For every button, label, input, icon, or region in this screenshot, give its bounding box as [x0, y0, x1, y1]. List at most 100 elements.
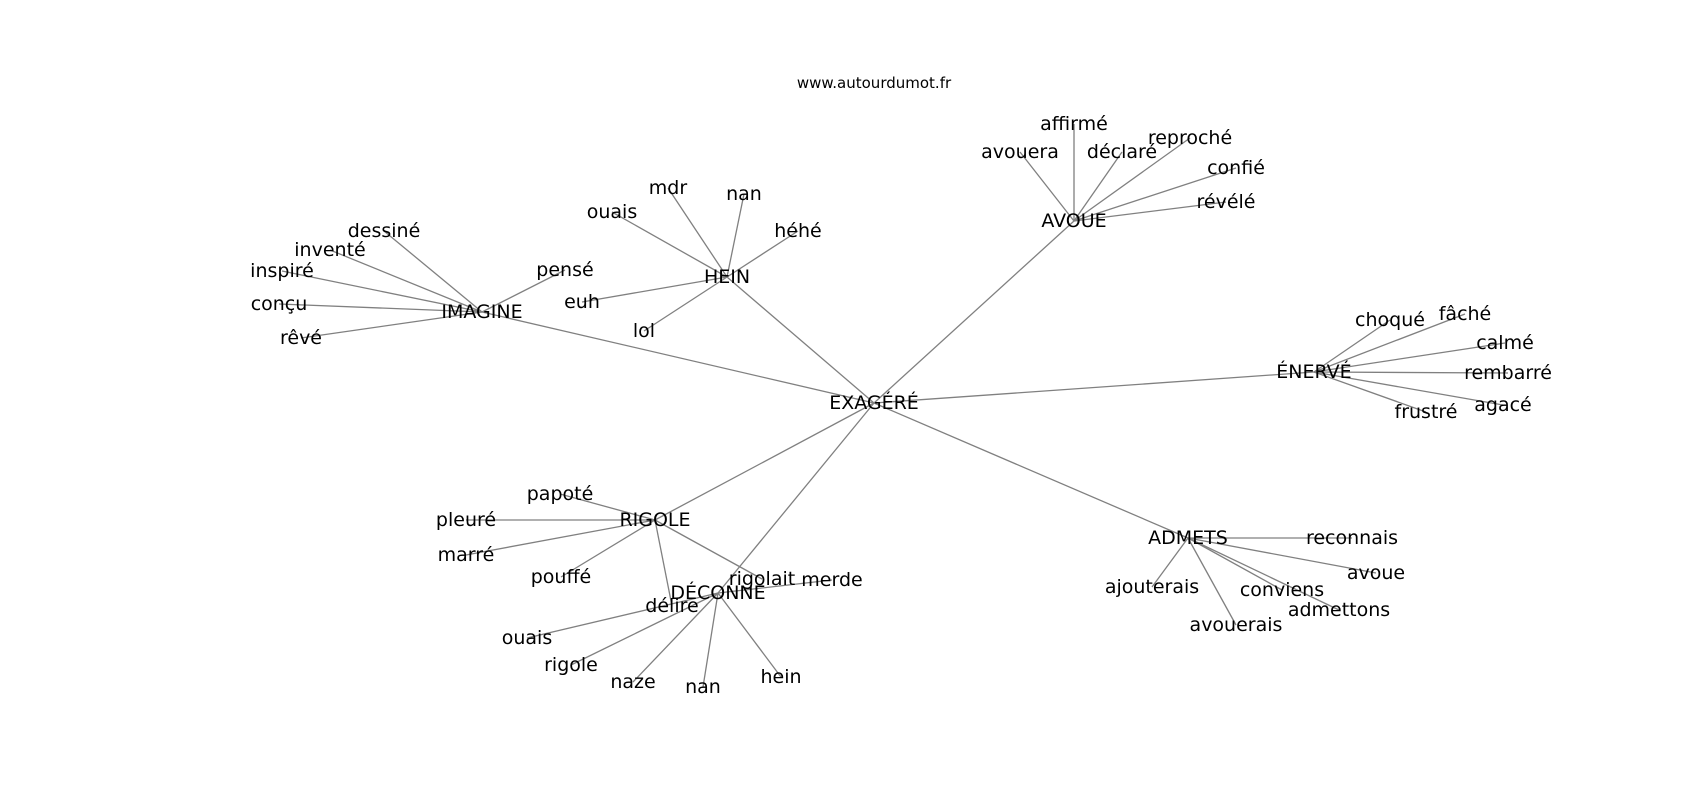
leaf-word: confié: [1207, 157, 1265, 179]
edge-admets-leaf: [1187, 537, 1340, 611]
edge-hein-leaf: [643, 276, 728, 332]
edge-center-deconne: [717, 402, 875, 594]
leaf-word: frustré: [1395, 401, 1458, 423]
leaf-word: affirmé: [1040, 113, 1108, 135]
edge-hein-leaf: [726, 193, 745, 278]
leaf-word: lol: [633, 320, 655, 342]
leaf-word: nan: [685, 676, 721, 698]
edge-avoue-leaf: [1073, 137, 1191, 222]
edge-hein-leaf: [581, 276, 728, 303]
leaf-word: ouais: [502, 627, 553, 649]
leaf-word: marré: [438, 544, 495, 566]
edge-admets-leaf: [1187, 537, 1283, 591]
leaf-word: révélé: [1197, 191, 1256, 213]
site-url-label: www.autourdumot.fr: [797, 74, 952, 92]
edge-deconne-leaf: [570, 592, 719, 666]
edge-center-imagine: [481, 311, 875, 404]
hub-word-deconne: DÉCONNE: [670, 581, 765, 604]
edge-center-admets: [873, 402, 1189, 539]
leaf-word: pleuré: [436, 509, 496, 531]
leaf-word: ajouterais: [1105, 576, 1199, 598]
edge-center-avoue: [873, 220, 1075, 404]
edge-imagine-leaf: [300, 311, 483, 339]
leaf-word: avouerais: [1190, 614, 1283, 636]
edge-enerve-leaf: [1313, 371, 1509, 374]
edge-center-hein: [726, 276, 875, 404]
leaf-word: calmé: [1476, 332, 1534, 354]
leaf-word: déclaré: [1087, 141, 1157, 163]
leaf-word: rêvé: [280, 327, 322, 349]
edges-layer: [278, 124, 1509, 688]
leaf-word: euh: [564, 291, 600, 313]
edge-imagine-leaf: [281, 270, 483, 313]
hub-word-enerve: ÉNERVÉ: [1276, 360, 1351, 383]
edge-avoue-leaf: [1073, 201, 1227, 222]
edge-rigole-leaf: [654, 519, 673, 607]
leaf-word: délire: [645, 595, 698, 617]
leaf-word: nan: [726, 183, 762, 205]
leaf-word: naze: [610, 671, 655, 693]
hub-word-imagine: IMAGINE: [441, 301, 522, 323]
leaf-word: reproché: [1148, 127, 1232, 149]
leaf-word: admettons: [1288, 599, 1390, 621]
leaf-word: rigole: [544, 654, 598, 676]
leaf-word: rigolait: [729, 568, 795, 590]
leaf-word: hein: [760, 666, 801, 688]
leaf-word: conviens: [1240, 579, 1324, 601]
leaf-word: inspiré: [250, 260, 314, 282]
edge-deconne-leaf: [632, 592, 719, 683]
leaf-word: dessiné: [348, 220, 421, 242]
leaf-word: pouffé: [531, 566, 592, 588]
edge-enerve-leaf: [1313, 371, 1504, 406]
edge-avoue-leaf: [1073, 167, 1237, 222]
edge-enerve-leaf: [1313, 371, 1427, 413]
leaf-word: fâché: [1439, 303, 1492, 325]
center-word: EXAGÉRÉ: [829, 391, 919, 414]
edge-deconne-leaf: [717, 579, 833, 594]
edge-hein-leaf: [726, 230, 799, 278]
leaf-word: conçu: [251, 293, 308, 315]
edge-avoue-leaf: [1019, 151, 1075, 222]
leaf-word: avouera: [981, 141, 1059, 163]
hub-word-avoue: AVOUE: [1041, 210, 1106, 232]
edge-enerve-leaf: [1313, 319, 1391, 373]
leaf-word: mdr: [649, 177, 688, 199]
leaf-word: inventé: [294, 239, 365, 261]
edge-admets-leaf: [1187, 537, 1237, 626]
edge-deconne-leaf: [702, 592, 719, 688]
leaf-word: merde: [801, 569, 862, 591]
leaf-word: reconnais: [1306, 527, 1398, 549]
edge-center-rigole: [654, 402, 875, 521]
edge-rigole-leaf: [465, 519, 656, 556]
leaf-word: agacé: [1474, 394, 1531, 416]
edge-admets-leaf: [1151, 537, 1189, 588]
hub-word-hein: HEIN: [704, 266, 750, 288]
edge-hein-leaf: [667, 187, 728, 278]
leaf-word: avoue: [1347, 562, 1405, 584]
edge-imagine-leaf: [383, 230, 483, 313]
edge-enerve-leaf: [1313, 342, 1506, 373]
edge-hein-leaf: [611, 211, 728, 278]
edge-imagine-leaf: [481, 269, 566, 313]
leaf-word: ouais: [587, 201, 638, 223]
leaf-word: papoté: [527, 483, 594, 505]
edge-rigole-leaf: [654, 519, 763, 580]
edge-rigole-leaf: [560, 519, 656, 578]
leaf-word: choqué: [1355, 309, 1425, 331]
edge-center-enerve: [873, 371, 1315, 404]
edge-admets-leaf: [1187, 537, 1377, 574]
leaf-word: rembarré: [1464, 362, 1552, 384]
leaf-word: pensé: [536, 259, 593, 281]
leaf-word: héhé: [774, 220, 821, 242]
edge-avoue-leaf: [1073, 151, 1123, 222]
hub-word-rigole: RIGOLE: [619, 509, 690, 531]
edge-deconne-leaf: [526, 592, 719, 639]
hub-word-admets: ADMETS: [1148, 527, 1228, 549]
edge-enerve-leaf: [1313, 313, 1466, 373]
edge-imagine-leaf: [278, 303, 483, 313]
edge-rigole-leaf: [559, 493, 656, 521]
edge-deconne-leaf: [717, 592, 782, 678]
edge-imagine-leaf: [329, 249, 483, 313]
